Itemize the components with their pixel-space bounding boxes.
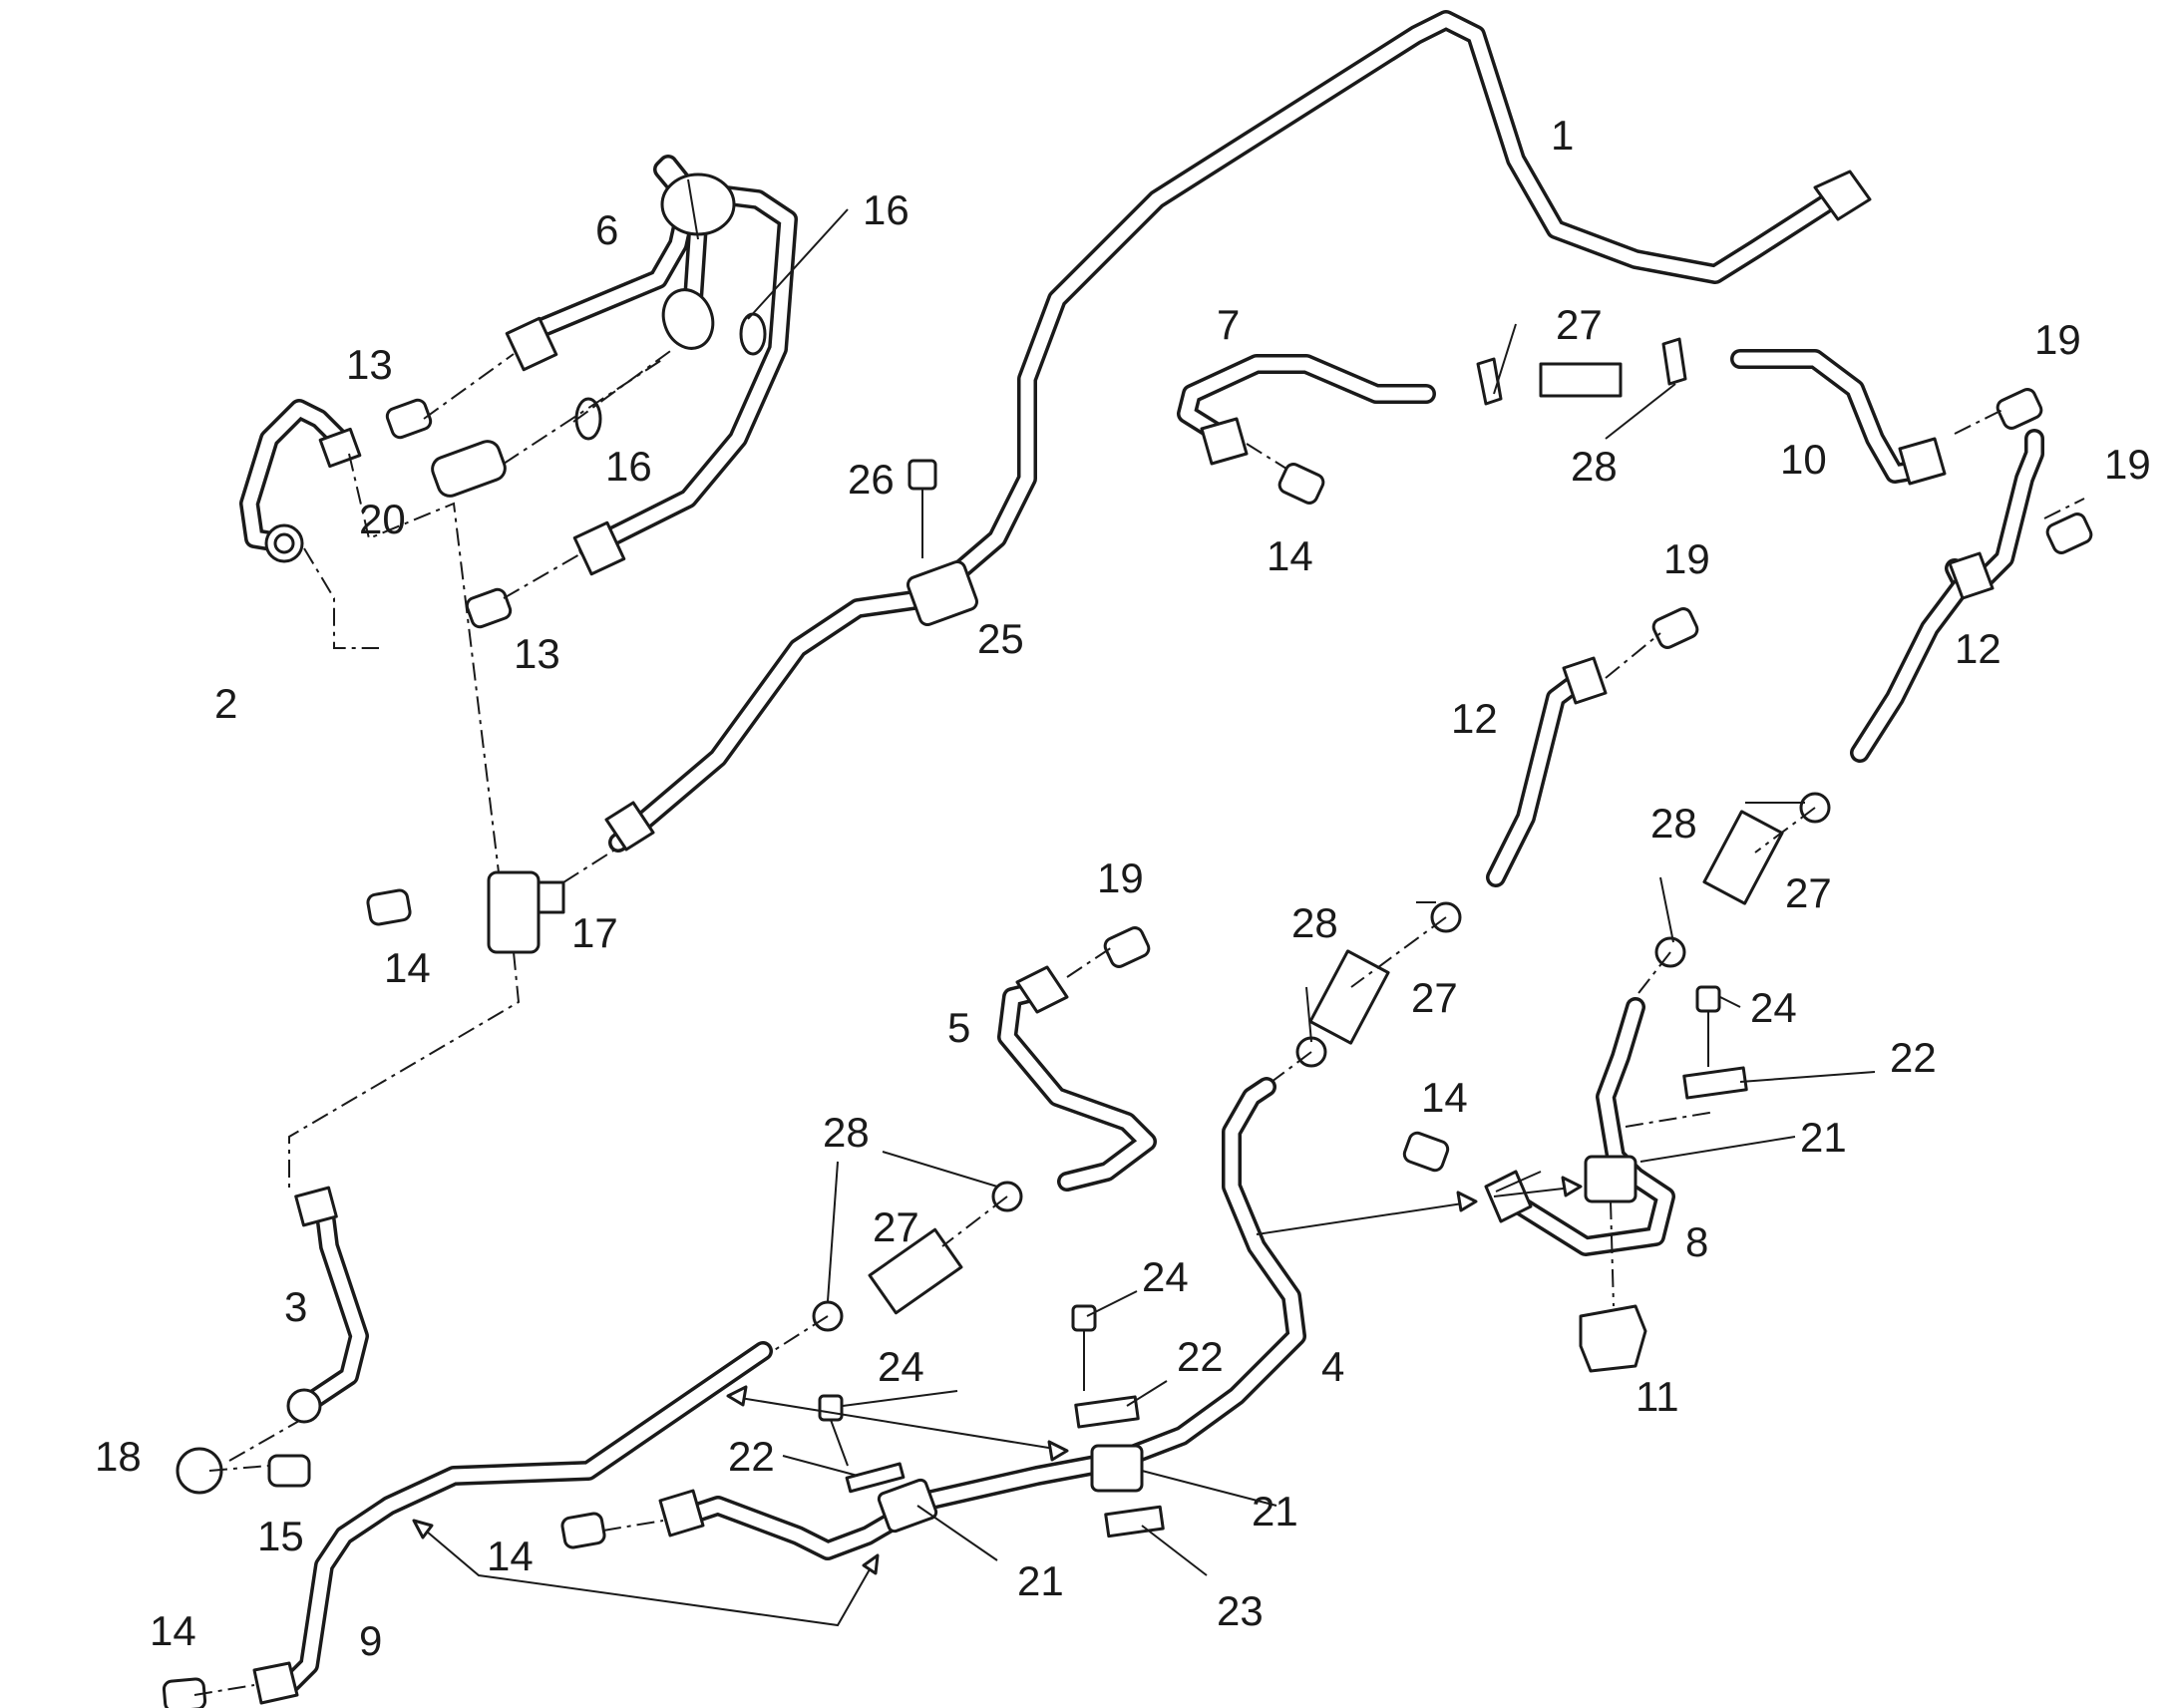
callout-5: 5 [947,1004,970,1051]
tube-part-2 [239,399,362,563]
callout-19-a: 19 [2034,316,2081,363]
tube-part-7 [1177,354,1436,466]
banjo-bolt-part-20 [431,440,507,498]
tube-part-4 [1107,1077,1306,1471]
callout-16-lower: 16 [605,443,652,490]
callout-19-d: 19 [1097,854,1144,901]
callout-1: 1 [1551,112,1574,159]
t-fitting-part-17 [487,870,565,954]
tube-part-8 [1484,997,1675,1256]
callout-2: 2 [214,680,237,727]
tube-part-3 [286,1186,369,1424]
tube-part-5 [997,965,1157,1192]
callout-17: 17 [571,909,618,956]
callout-labels: 1 2 3 4 5 6 7 8 9 10 11 12 12 13 13 14 1… [95,112,2151,1664]
bracket-part-25 [907,560,978,626]
tube-part-10 [1730,349,1947,486]
bolt-part-24 [818,985,1721,1467]
callout-15: 15 [257,1513,304,1559]
tube-part-9 [252,1341,773,1705]
callout-28-right: 28 [1650,800,1697,847]
callout-25: 25 [977,615,1024,662]
callout-26: 26 [848,456,895,503]
callout-11: 11 [1635,1373,1679,1420]
tube-part-14-line [658,1451,1127,1560]
tube-part-1 [604,10,1872,853]
callout-19-b: 19 [2104,441,2151,488]
plate-part-23 [1104,1505,1165,1538]
callout-9: 9 [359,1617,382,1664]
hose-part-27 [868,362,1784,1315]
callout-28-top: 28 [1571,443,1618,490]
callout-21-lower: 21 [1252,1488,1298,1535]
callout-27-right: 27 [1785,869,1832,916]
callout-13-lower: 13 [514,630,560,677]
callout-13-upper: 13 [346,341,393,388]
callout-21-right: 21 [1800,1114,1847,1161]
callout-14-d: 14 [487,1533,534,1579]
callout-10: 10 [1780,436,1827,483]
callout-12-middle: 12 [1451,695,1498,742]
fitting-part-15 [267,1454,311,1488]
callout-20: 20 [359,496,406,542]
callout-24-middle: 24 [1142,1253,1189,1300]
tube-part-12-middle [1486,656,1608,887]
callout-24-left: 24 [878,1343,924,1390]
plate-part-22 [845,1066,1748,1494]
callout-27-left: 27 [873,1203,919,1250]
callout-18: 18 [95,1433,142,1480]
callout-14-c: 14 [1421,1074,1468,1121]
callout-19-c: 19 [1663,535,1710,582]
callout-8: 8 [1685,1218,1708,1265]
tube-part-6 [505,155,798,576]
callout-14-b: 14 [384,944,431,991]
callout-22-right: 22 [1890,1034,1937,1081]
callout-16-upper: 16 [863,186,909,233]
callout-23: 23 [1217,1587,1264,1634]
clip-part-11 [1579,1304,1647,1373]
callout-28-left: 28 [823,1109,870,1156]
callout-14-a: 14 [1267,532,1313,579]
callout-6: 6 [595,206,618,253]
tube-part-12-upper [1850,429,2044,763]
callout-28-middle: 28 [1291,899,1338,946]
fitting-part-13-lower [465,587,513,629]
fitting-part-13-upper [385,398,433,440]
fitting-parts [162,388,2093,1708]
callout-27-top: 27 [1556,301,1603,348]
callout-21-left: 21 [1017,1557,1064,1604]
callout-3: 3 [284,1283,307,1330]
callout-27-middle: 27 [1411,974,1458,1021]
callout-22-left: 22 [728,1433,775,1480]
callout-7: 7 [1217,301,1240,348]
callout-12-upper: 12 [1955,625,2001,672]
callout-24-right: 24 [1750,984,1797,1031]
clip-part-21 [877,1155,1637,1534]
callout-14-e: 14 [150,1607,196,1654]
assembly-lines [193,178,2085,1696]
callout-4: 4 [1321,1343,1344,1390]
callout-22-middle: 22 [1177,1333,1224,1380]
